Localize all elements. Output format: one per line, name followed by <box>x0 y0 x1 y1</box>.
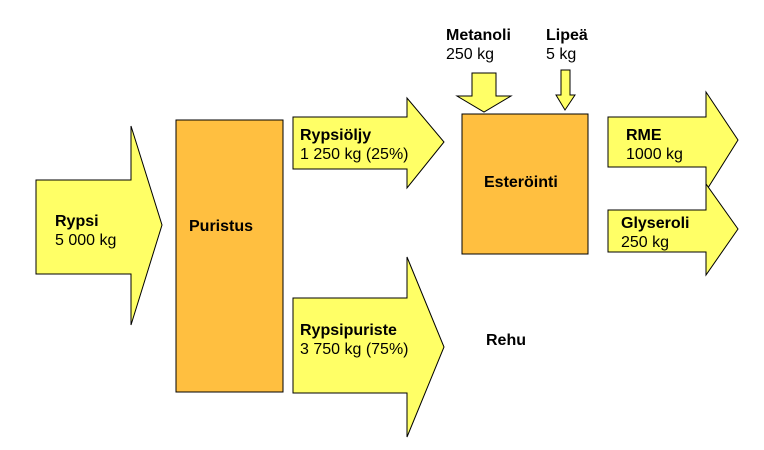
rme-arrow <box>607 90 739 193</box>
rypsipuriste-amount: 3 750 kg (75%) <box>300 341 409 358</box>
esterointi-box <box>461 113 589 255</box>
rme-amount: 1000 kg <box>626 146 683 163</box>
metanoli-amount: 250 kg <box>446 46 495 63</box>
rehu-label: Rehu <box>486 332 526 349</box>
puristus-box <box>175 119 284 393</box>
rypsi-name: Rypsi <box>55 213 99 230</box>
rypsioljy-arrow <box>292 96 445 190</box>
glyseroli-amount: 250 kg <box>621 234 670 251</box>
rypsi-amount: 5 000 kg <box>55 232 117 249</box>
lipea-arrow <box>555 69 576 111</box>
metanoli-arrow <box>455 72 513 113</box>
rypsi-input-arrow <box>35 125 163 326</box>
metanoli-name: Metanoli <box>446 27 511 44</box>
rypsipuriste-arrow <box>292 256 445 438</box>
esterointi-label: Esteröinti <box>484 174 558 191</box>
lipea-amount: 5 kg <box>546 46 577 63</box>
lipea-name: Lipeä <box>546 27 588 44</box>
rypsioljy-name: Rypsiöljy <box>300 127 372 144</box>
glyseroli-arrow <box>607 182 739 277</box>
rypsipuriste-name: Rypsipuriste <box>300 322 397 339</box>
rme-name: RME <box>626 127 662 144</box>
glyseroli-name: Glyseroli <box>621 215 690 232</box>
rypsioljy-amount: 1 250 kg (25%) <box>300 146 409 163</box>
puristus-label: Puristus <box>189 218 254 235</box>
